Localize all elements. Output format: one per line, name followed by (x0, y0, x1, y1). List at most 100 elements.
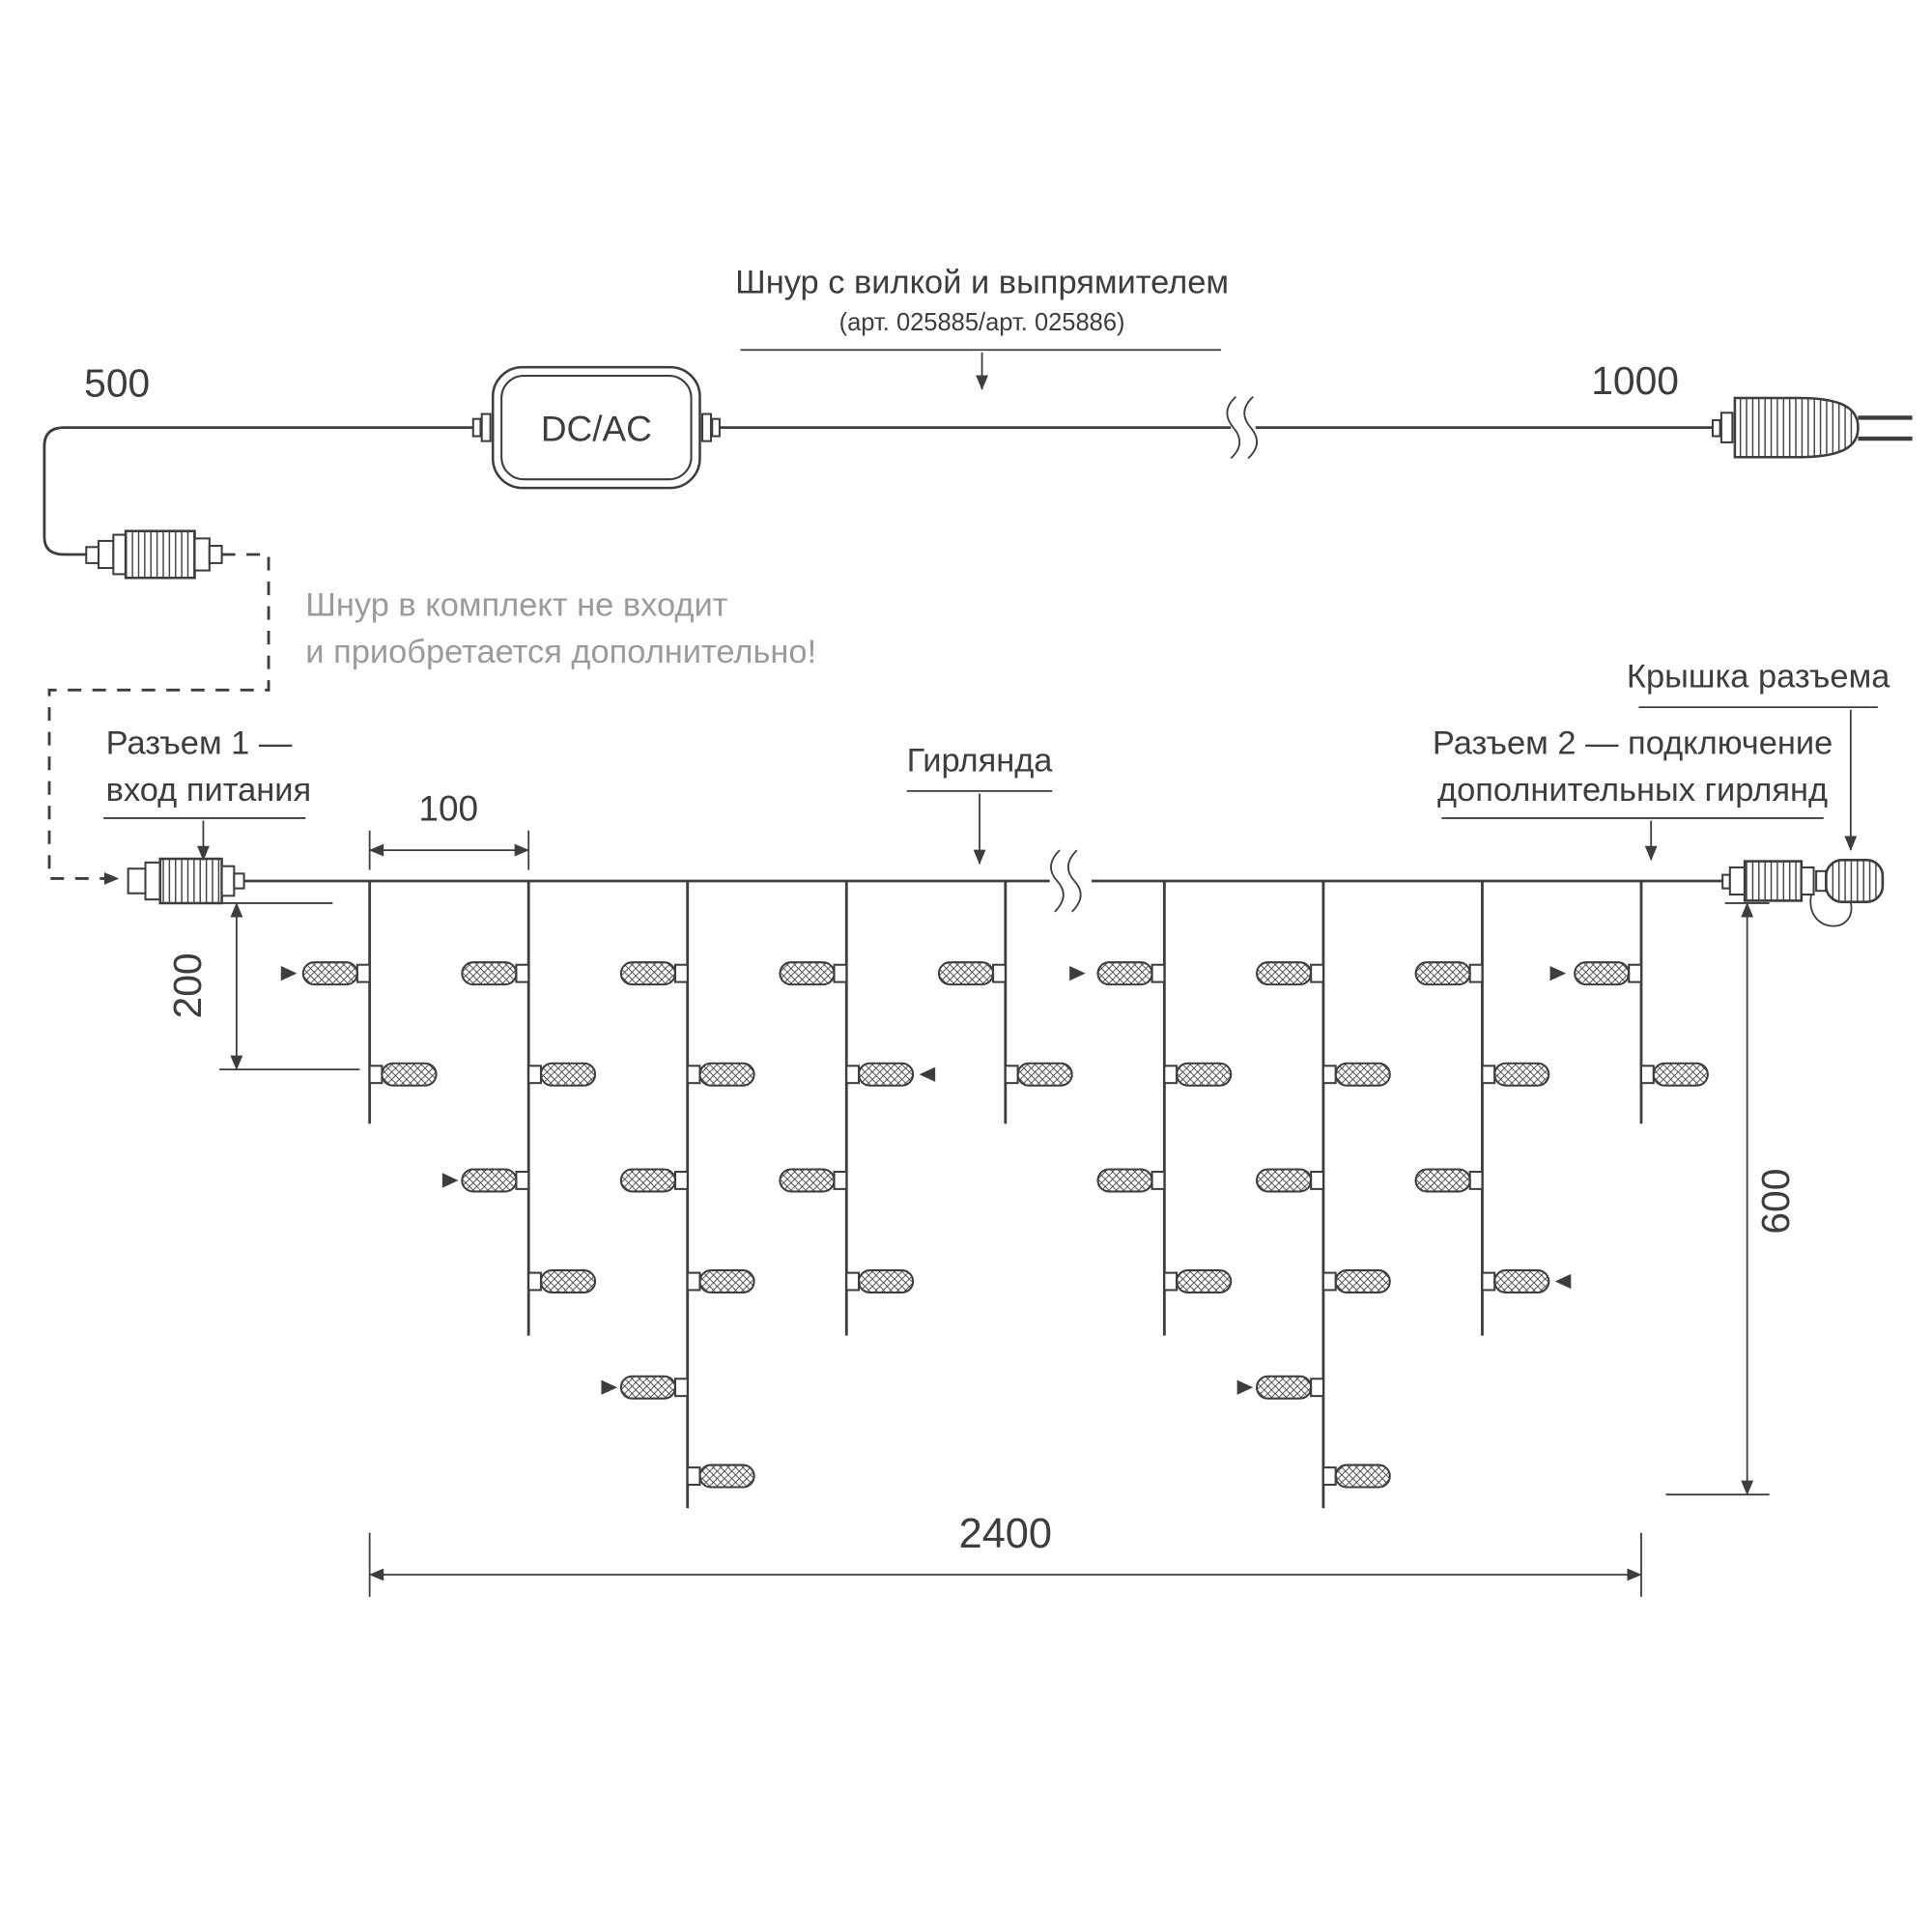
direction-arrow-icon (441, 1173, 459, 1188)
led-bulb (779, 961, 836, 986)
connector-thread (1800, 866, 1815, 896)
bulb-socket (1151, 1170, 1166, 1190)
dim-2400-label: 2400 (959, 1511, 1052, 1557)
bulb-socket (686, 1065, 701, 1085)
garland-output-connector (1721, 859, 1885, 927)
led-bulb (381, 1062, 438, 1087)
connector-ring (112, 533, 128, 576)
dim-500-label: 500 (84, 361, 150, 406)
dim-200-label: 200 (165, 952, 210, 1018)
cord-subtitle: (арт. 025885/арт. 025886) (839, 309, 1125, 336)
bulb-socket (515, 1170, 530, 1190)
connector2-label-line2: дополнительных гирлянд (1437, 772, 1828, 809)
dim-min-drop: 200 (165, 902, 360, 1071)
bulb-socket (515, 963, 530, 983)
adapter-outlet-collar (701, 412, 712, 442)
not-included-cord-path (47, 553, 270, 885)
led-bulb (539, 1062, 597, 1087)
connector-barrel (1743, 860, 1804, 902)
bulb-socket (1628, 963, 1642, 983)
bulb-socket (1481, 1065, 1496, 1085)
led-bulb (1256, 1375, 1313, 1400)
garland-section: Разъем 1 — вход питания Гирлянда Разъем … (103, 659, 1890, 1598)
bulb-socket (1639, 1065, 1655, 1085)
dim-1000-label: 1000 (1591, 358, 1679, 403)
led-bulb (619, 1375, 676, 1400)
plug-cord-collar (1719, 412, 1734, 443)
garland-drops (280, 880, 1709, 1509)
bulb-socket (355, 963, 371, 983)
connector-thread (193, 537, 211, 572)
led-bulb (858, 1269, 915, 1294)
cap-nub (1815, 869, 1828, 893)
led-bulb (461, 1168, 518, 1193)
bulb-socket (527, 1271, 542, 1292)
bulb-socket (1468, 963, 1484, 983)
connector-thread (220, 865, 236, 897)
led-bulb (698, 1062, 755, 1087)
garland-input-connector (127, 857, 245, 905)
led-bulb (1574, 961, 1631, 986)
garland-label: Гирлянда (907, 742, 1054, 779)
led-bulb (698, 1463, 755, 1489)
inline-connector (85, 529, 223, 580)
connector-barrel (158, 857, 223, 905)
connector-tip (208, 545, 223, 564)
connector1-label-line1: Разъем 1 — (106, 725, 293, 762)
bulb-socket (1468, 1170, 1484, 1190)
led-bulb (1334, 1269, 1391, 1294)
led-bulb (539, 1269, 597, 1294)
dim-600-label: 600 (1753, 1169, 1798, 1235)
connector-stub (85, 546, 100, 564)
connector1-label-line2: вход питания (106, 772, 311, 809)
bulb-socket (686, 1271, 701, 1292)
connector-collar (144, 861, 161, 901)
bulb-socket (686, 1466, 701, 1487)
connector-barrel (124, 529, 196, 580)
bulb-socket (673, 1378, 689, 1398)
direction-arrow-icon (1236, 1379, 1254, 1395)
cord-break-icon (1243, 396, 1258, 460)
led-bulb (698, 1269, 755, 1294)
bulb-socket (1163, 1271, 1179, 1292)
connector-stub (233, 872, 245, 890)
bulb-socket (1163, 1065, 1179, 1085)
led-bulb (1176, 1062, 1233, 1087)
bulb-socket (1481, 1271, 1496, 1292)
connector-cap (1825, 859, 1885, 903)
led-bulb (1493, 1269, 1550, 1294)
cord-left-segment (43, 426, 476, 556)
dcac-adapter-box-inner (500, 375, 693, 481)
connector-collar (98, 539, 115, 570)
adapter-outlet-stub (711, 417, 721, 438)
power-cord-section: Шнур с вилкой и выпрямителем (арт. 02588… (43, 265, 1913, 885)
adapter-label: DC/AC (541, 410, 652, 449)
led-bulb (1256, 1168, 1313, 1193)
bulb-socket (673, 963, 689, 983)
cap-strap (1809, 894, 1853, 927)
mains-plug (1711, 396, 1913, 459)
led-bulb (1016, 1062, 1073, 1087)
bulb-socket (1321, 1065, 1337, 1085)
wire-break-icon (1050, 849, 1065, 913)
dim-total-length: 2400 (368, 1511, 1642, 1598)
led-bulb (619, 1168, 676, 1193)
led-bulb (1096, 961, 1153, 986)
led-bulb (461, 961, 518, 986)
plug-body (1733, 396, 1860, 459)
cap-label: Крышка разъема (1627, 659, 1890, 696)
direction-arrow-icon (280, 966, 298, 981)
led-bulb (779, 1168, 836, 1193)
led-bulb (1652, 1062, 1709, 1087)
plug-cord-stub (1711, 418, 1721, 438)
adapter-inlet-stub (471, 417, 482, 438)
bulb-socket (992, 963, 1007, 983)
led-bulb (1493, 1062, 1550, 1087)
note-line1: Шнур в комплект не входит (305, 587, 727, 624)
led-bulb (1096, 1168, 1153, 1193)
wire-break-icon (1066, 849, 1082, 913)
bulb-socket (1310, 1378, 1324, 1398)
direction-arrow-icon (919, 1066, 936, 1082)
direction-arrow-icon (1549, 966, 1567, 981)
